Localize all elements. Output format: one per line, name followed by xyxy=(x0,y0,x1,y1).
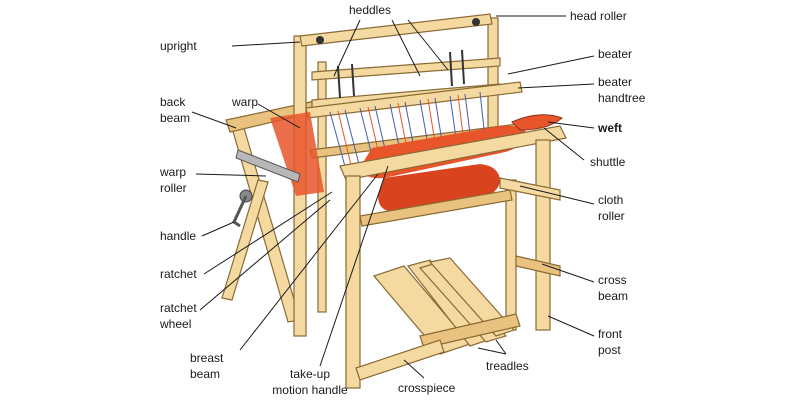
label-warp: warp xyxy=(231,95,258,109)
shuttle xyxy=(511,114,563,131)
label-warp-roller-2: roller xyxy=(160,181,187,195)
label-beater-handtree-2: handtree xyxy=(598,91,646,105)
crosspiece xyxy=(355,339,445,381)
label-ratchet-wheel-1: ratchet xyxy=(160,301,197,315)
label-breast-beam-2: beam xyxy=(190,367,220,381)
label-cloth-roller-1: cloth xyxy=(598,193,623,207)
label-take-up-2: motion handle xyxy=(272,383,348,397)
label-beater-handtree-1: beater xyxy=(598,75,632,89)
label-shuttle: shuttle xyxy=(590,155,626,169)
label-back-beam-2: beam xyxy=(160,111,190,125)
label-treadles: treadles xyxy=(486,359,529,373)
label-cross-beam-1: cross xyxy=(598,273,627,287)
labels: heddles head roller upright beater beate… xyxy=(159,3,646,397)
label-front-post-2: post xyxy=(598,343,621,357)
label-warp-roller-1: warp xyxy=(159,165,186,179)
leader-lines xyxy=(191,15,595,379)
label-ratchet: ratchet xyxy=(160,267,197,281)
label-beater: beater xyxy=(598,47,632,61)
label-ratchet-wheel-2: wheel xyxy=(159,317,191,331)
label-take-up-1: take-up xyxy=(290,367,330,381)
label-crosspiece: crosspiece xyxy=(398,381,456,395)
treadles xyxy=(372,257,521,355)
label-weft: weft xyxy=(597,121,622,135)
label-breast-beam-1: breast xyxy=(190,351,224,365)
cloth-roller xyxy=(499,177,561,201)
label-heddles: heddles xyxy=(349,3,391,17)
label-cross-beam-2: beam xyxy=(598,289,628,303)
label-head-roller: head roller xyxy=(570,9,627,23)
label-front-post-1: front xyxy=(598,327,623,341)
warp-roller xyxy=(232,149,301,228)
label-upright: upright xyxy=(160,39,197,53)
label-handle: handle xyxy=(160,229,196,243)
head-roller xyxy=(299,13,493,47)
label-cloth-roller-2: roller xyxy=(598,209,625,223)
label-back-beam-1: back xyxy=(160,95,186,109)
